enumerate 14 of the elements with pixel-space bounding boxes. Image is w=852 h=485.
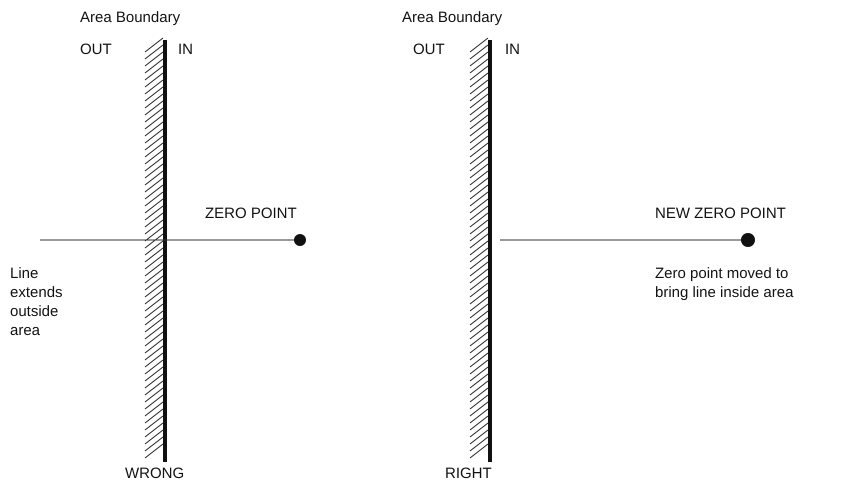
side-label: IN (505, 40, 520, 59)
side-label: OUT (413, 40, 445, 59)
zero-point-dot (294, 234, 306, 246)
verdict-label: RIGHT (445, 464, 492, 483)
boundary-title: Area Boundary (80, 8, 180, 27)
side-label: OUT (80, 40, 112, 59)
zero-point-dot (741, 233, 755, 247)
note-text: Line extends outside area (10, 264, 64, 340)
side-label: IN (178, 40, 193, 59)
point-label: NEW ZERO POINT (655, 204, 786, 223)
boundary-title: Area Boundary (402, 8, 502, 27)
point-label: ZERO POINT (205, 204, 297, 223)
note-text: Zero point moved to bring line inside area (655, 264, 794, 302)
verdict-label: WRONG (125, 464, 184, 483)
